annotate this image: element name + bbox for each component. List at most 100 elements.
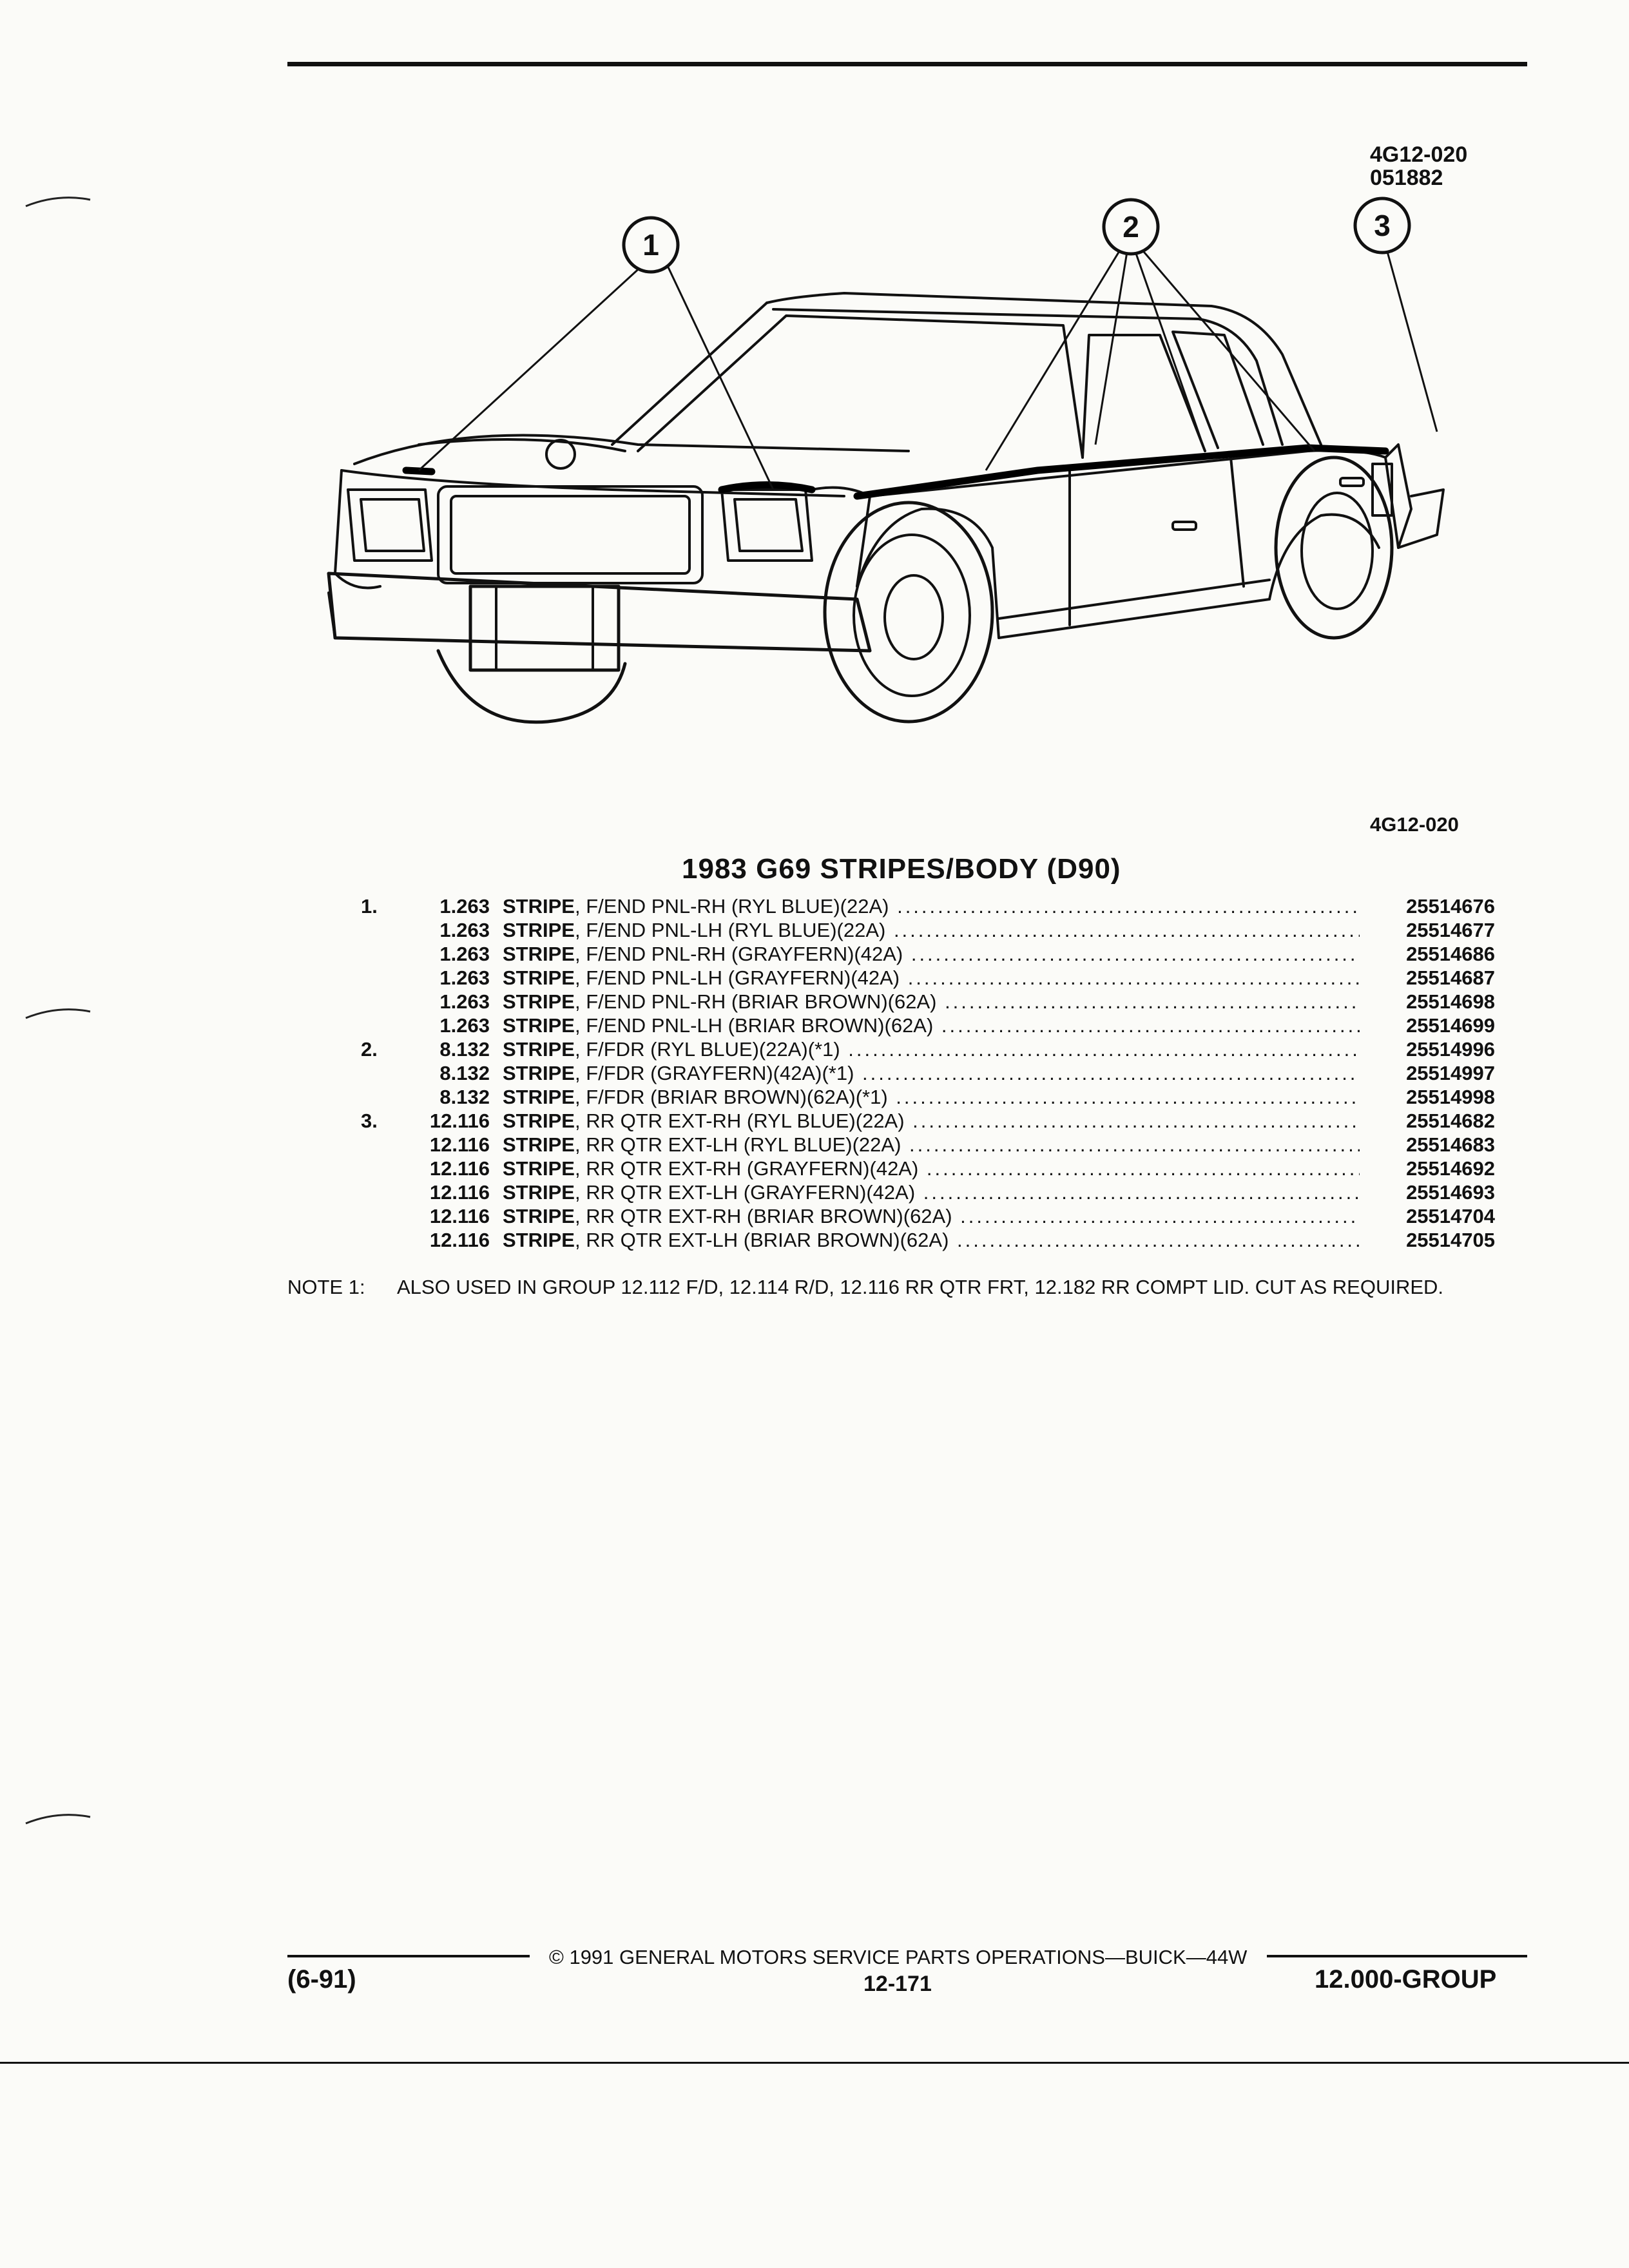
part-description: STRIPE, RR QTR EXT-LH (RYL BLUE)(22A) ..… [503,1133,1360,1157]
part-name: STRIPE [503,1133,575,1156]
part-spec: , RR QTR EXT-LH (GRAYFERN)(42A) [574,1181,916,1204]
leader-dots: ........................................… [907,966,1360,989]
group-number: 1.263 [439,966,490,989]
parts-row: 8.132 STRIPE, F/FDR (BRIAR BROWN)(62A)(*1… [361,1085,1495,1109]
footer-date-code: (6-91) [287,1965,356,1994]
part-spec: , F/FDR (BRIAR BROWN)(62A)(*1) [574,1086,888,1108]
leader-dots: ........................................… [957,1229,1360,1251]
part-name: STRIPE [503,1205,575,1227]
parts-row: 12.116 STRIPE, RR QTR EXT-LH (RYL BLUE)(2… [361,1133,1495,1157]
parts-row: 1.263 STRIPE, F/END PNL-LH (RYL BLUE)(22A… [361,918,1495,942]
part-description: STRIPE, F/END PNL-LH (GRAYFERN)(42A) ...… [503,966,1360,990]
group-number: 1.263 [439,919,490,941]
part-number: 25514996 [1406,1038,1495,1061]
section-title: 1983 G69 STRIPES/BODY (D90) [682,853,1121,885]
part-number: 25514698 [1406,990,1495,1013]
top-rule [287,62,1527,66]
part-name: STRIPE [503,943,575,965]
group-number: 1.263 [439,990,490,1013]
figure-reference-code: 4G12-020 [1370,142,1468,167]
part-description: STRIPE, F/END PNL-LH (BRIAR BROWN)(62A) … [503,1014,1360,1037]
part-spec: , F/FDR (GRAYFERN)(42A)(*1) [574,1062,854,1084]
part-description: STRIPE, RR QTR EXT-RH (GRAYFERN)(42A) ..… [503,1157,1360,1180]
part-number: 25514677 [1406,919,1495,941]
group-number: 8.132 [439,1038,490,1061]
parts-row: 3. 12.116 STRIPE, RR QTR EXT-RH (RYL BLUE)… [361,1109,1495,1133]
leader-dots: ........................................… [909,1133,1360,1156]
leader-dots: ........................................… [862,1062,1360,1084]
part-spec: , F/END PNL-RH (RYL BLUE)(22A) [574,895,889,918]
item-number: 3. [361,1110,378,1132]
item-number: 2. [361,1038,378,1061]
leader-dots: ........................................… [960,1205,1360,1227]
part-name: STRIPE [503,919,575,941]
parts-row: 8.132 STRIPE, F/FDR (GRAYFERN)(42A)(*1) .… [361,1061,1495,1085]
item-number: 1. [361,895,378,918]
part-name: STRIPE [503,895,575,918]
part-spec: , RR QTR EXT-RH (BRIAR BROWN)(62A) [574,1205,952,1227]
group-number: 8.132 [439,1086,490,1108]
leader-dots: ........................................… [923,1181,1360,1204]
footer-rule-right [1267,1955,1527,1957]
part-description: STRIPE, RR QTR EXT-RH (RYL BLUE)(22A) ..… [503,1109,1360,1133]
leader-dots: ........................................… [896,1086,1360,1108]
part-number: 25514686 [1406,943,1495,965]
leader-dots: ........................................… [848,1038,1360,1061]
scan-marks [25,197,91,1825]
parts-row: 1.263 STRIPE, F/END PNL-LH (GRAYFERN)(42A… [361,966,1495,990]
part-description: STRIPE, F/END PNL-RH (GRAYFERN)(42A) ...… [503,942,1360,966]
svg-text:3: 3 [1374,209,1391,242]
footer-rule-left [287,1955,530,1957]
part-description: STRIPE, F/END PNL-LH (RYL BLUE)(22A) ...… [503,918,1360,942]
parts-row: 1.263 STRIPE, F/END PNL-LH (BRIAR BROWN)(… [361,1014,1495,1037]
part-number: 25514998 [1406,1086,1495,1108]
part-spec: , RR QTR EXT-LH (RYL BLUE)(22A) [574,1133,901,1156]
part-name: STRIPE [503,1229,575,1251]
part-name: STRIPE [503,1157,575,1180]
part-description: STRIPE, F/FDR (GRAYFERN)(42A)(*1) ......… [503,1061,1360,1085]
part-number: 25514692 [1406,1157,1495,1180]
part-number: 25514683 [1406,1133,1495,1156]
parts-row: 1.263 STRIPE, F/END PNL-RH (BRIAR BROWN)(… [361,990,1495,1014]
part-spec: , F/END PNL-RH (BRIAR BROWN)(62A) [574,990,937,1013]
part-number: 25514997 [1406,1062,1495,1084]
leader-dots: ........................................… [941,1014,1360,1037]
part-description: STRIPE, F/FDR (RYL BLUE)(22A)(*1) ......… [503,1037,1360,1061]
part-spec: , RR QTR EXT-LH (BRIAR BROWN)(62A) [574,1229,949,1251]
parts-row: 1.263 STRIPE, F/END PNL-RH (GRAYFERN)(42A… [361,942,1495,966]
parts-row: 1. 1.263 STRIPE, F/END PNL-RH (RYL BLUE)(2… [361,894,1495,918]
part-name: STRIPE [503,1062,575,1084]
part-name: STRIPE [503,1086,575,1108]
parts-row: 2. 8.132 STRIPE, F/FDR (RYL BLUE)(22A)(*1)… [361,1037,1495,1061]
footer-group: 12.000-GROUP [1315,1965,1497,1994]
part-number: 25514687 [1406,966,1495,989]
bottom-rule [0,2062,1629,2064]
part-name: STRIPE [503,1110,575,1132]
group-number: 1.263 [439,1014,490,1037]
group-number: 12.116 [429,1110,490,1132]
group-number: 12.116 [429,1157,490,1180]
part-name: STRIPE [503,966,575,989]
group-number: 1.263 [439,895,490,918]
callout-1: 1 [622,216,680,274]
figure-reference-block: 4G12-020 051882 [1370,143,1467,189]
part-name: STRIPE [503,1014,575,1037]
part-number: 25514693 [1406,1181,1495,1204]
illustration-caption: 4G12-020 [1370,813,1459,836]
svg-text:2: 2 [1123,210,1139,244]
part-spec: , F/END PNL-LH (GRAYFERN)(42A) [574,966,900,989]
group-number: 1.263 [439,943,490,965]
group-number: 8.132 [439,1062,490,1084]
leader-dots: ........................................… [911,943,1360,965]
part-spec: , F/FDR (RYL BLUE)(22A)(*1) [574,1038,840,1061]
group-number: 12.116 [429,1133,490,1156]
leader-dots: ........................................… [893,919,1360,941]
part-description: STRIPE, F/END PNL-RH (RYL BLUE)(22A) ...… [503,894,1360,918]
leader-dots: ........................................… [926,1157,1360,1180]
part-number: 25514682 [1406,1110,1495,1132]
part-description: STRIPE, RR QTR EXT-LH (BRIAR BROWN)(62A)… [503,1228,1360,1252]
part-description: STRIPE, F/END PNL-RH (BRIAR BROWN)(62A) … [503,990,1360,1014]
